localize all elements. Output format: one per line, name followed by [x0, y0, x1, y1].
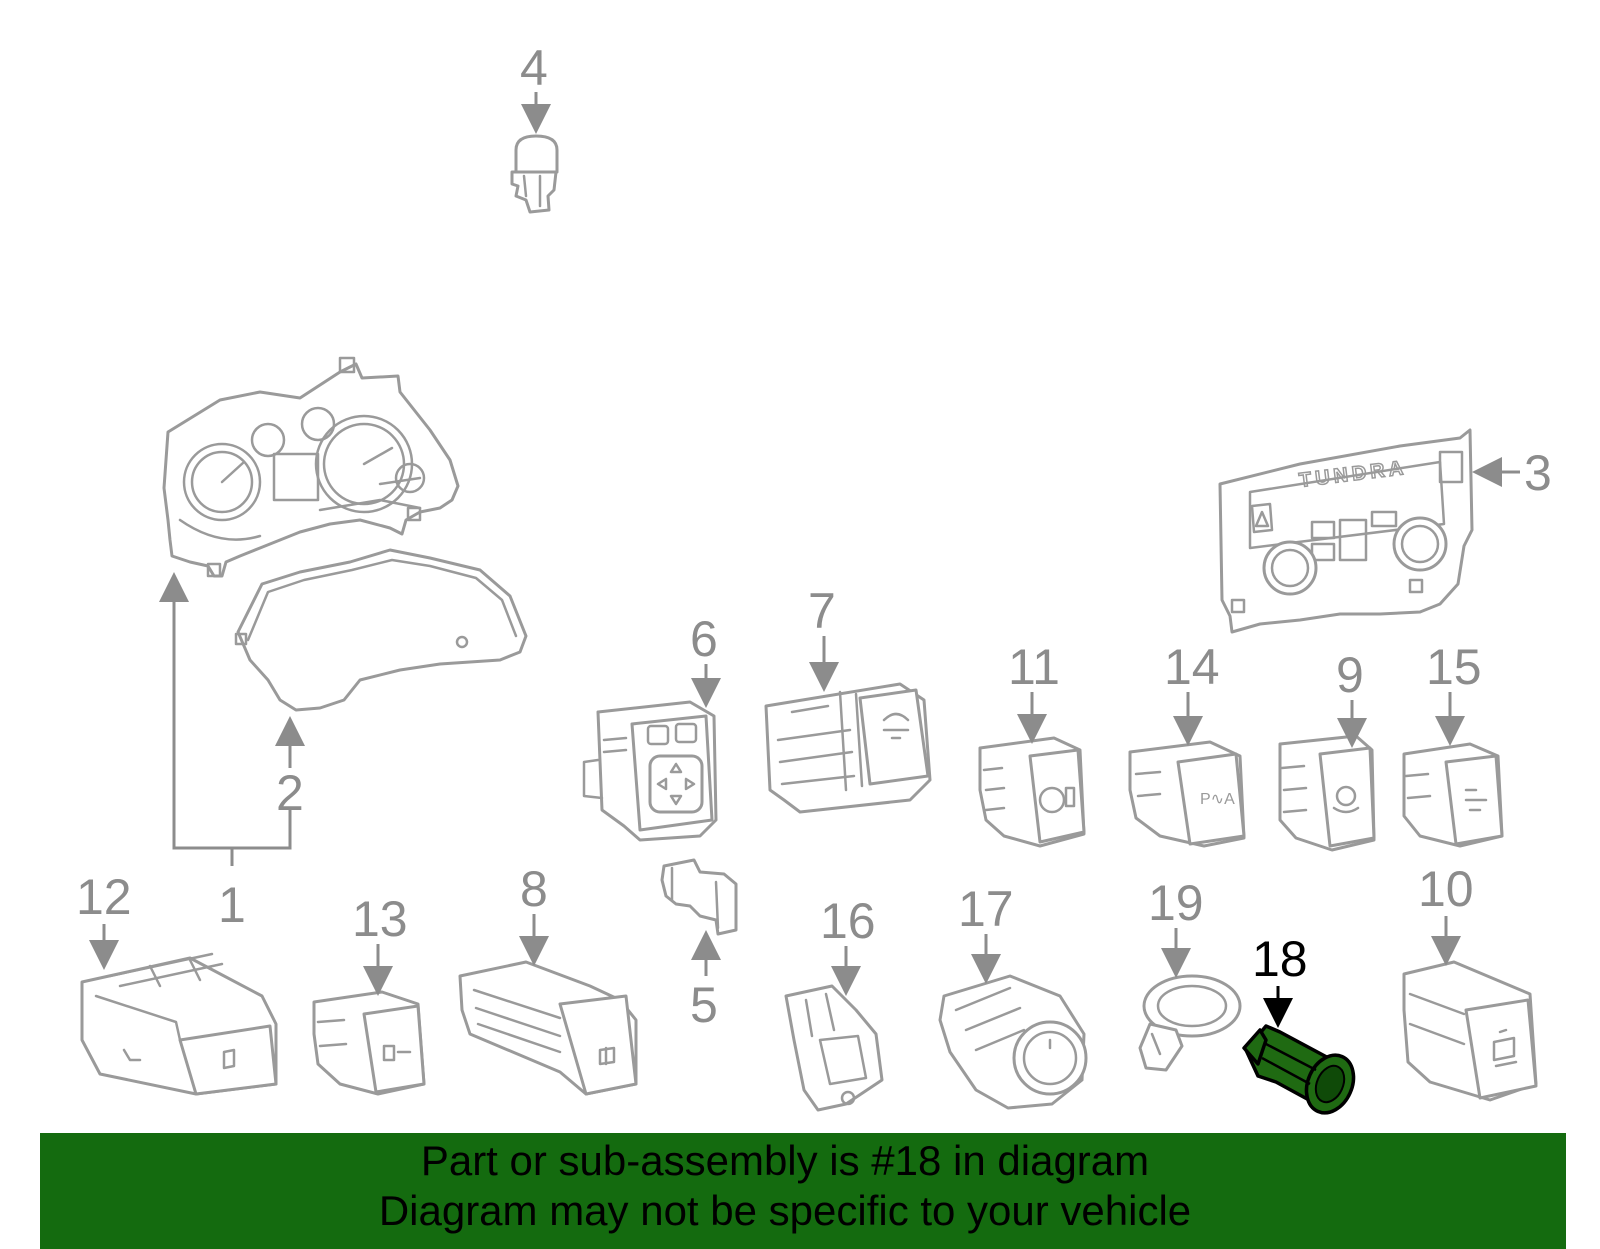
callout-9: 9 — [1336, 647, 1364, 703]
banner-line-2: Diagram may not be specific to your vehi… — [378, 1187, 1192, 1234]
info-banner: Part or sub-assembly is #18 in diagram D… — [40, 1133, 1566, 1249]
part-13-switch — [312, 990, 426, 1096]
part-15-switch — [1402, 742, 1504, 848]
part-8-long-switch — [458, 960, 638, 1096]
part-1-instrument-cluster — [162, 356, 460, 578]
part-17-rotary-switch — [938, 974, 1088, 1110]
part-16-switch-housing — [784, 984, 884, 1112]
callout-12: 12 — [76, 869, 132, 925]
callout-3: 3 — [1524, 445, 1552, 501]
part-3-climate-panel: TUNDRA — [1218, 428, 1474, 634]
part-6-mirror-switch — [582, 700, 718, 842]
part-14-switch: P∿A — [1128, 740, 1246, 848]
part-11-switch — [978, 736, 1086, 848]
part-4-bulb-socket — [510, 134, 559, 214]
callout-8: 8 — [520, 861, 548, 917]
part-12-switch-block — [80, 952, 278, 1096]
callout-10: 10 — [1418, 861, 1474, 917]
callout-14: 14 — [1164, 639, 1220, 695]
part-7-dual-switch — [764, 682, 932, 814]
part-18-power-outlet — [1242, 1024, 1356, 1115]
banner-line-1: Part or sub-assembly is #18 in diagram — [420, 1137, 1150, 1184]
part-10-switch — [1402, 960, 1538, 1102]
callout-1: 1 — [218, 877, 246, 933]
callout-13: 13 — [352, 891, 408, 947]
callout-15: 15 — [1426, 639, 1482, 695]
callout-7: 7 — [808, 583, 836, 639]
callout-16: 16 — [820, 893, 876, 949]
part-2-cluster-lens — [234, 548, 528, 712]
part-9-switch — [1278, 734, 1376, 852]
svg-text:P∿A: P∿A — [1200, 791, 1235, 808]
part-5-connector — [660, 858, 738, 936]
callout-11: 11 — [1008, 639, 1060, 695]
callout-17: 17 — [958, 881, 1014, 937]
part-19-socket — [1138, 974, 1242, 1072]
callout-4: 4 — [520, 40, 548, 96]
callout-18: 18 — [1252, 931, 1308, 987]
callout-6: 6 — [690, 611, 718, 667]
callout-19: 19 — [1148, 875, 1204, 931]
callout-5: 5 — [690, 977, 718, 1033]
